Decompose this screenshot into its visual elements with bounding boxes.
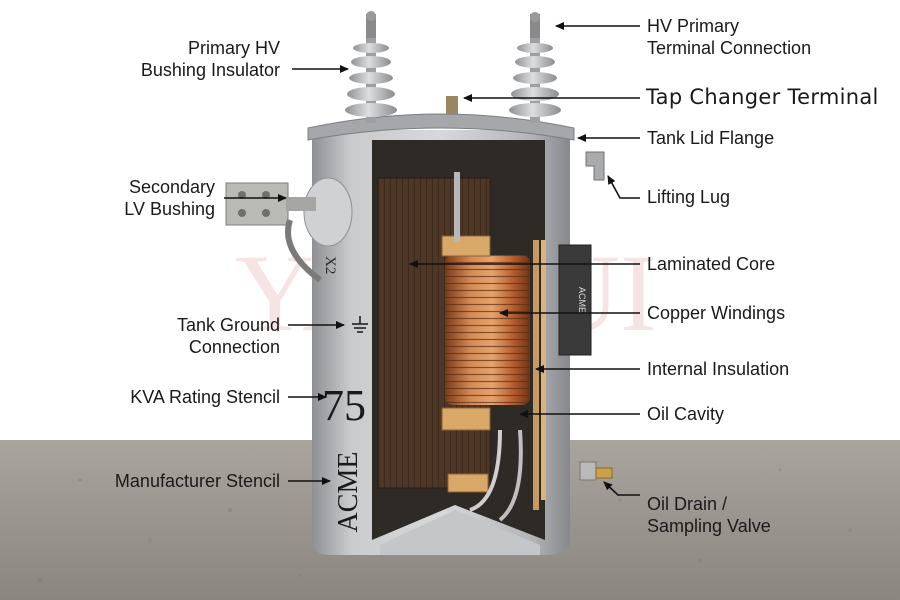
- lifting-lug: [585, 151, 605, 181]
- hv-bushing-right: [509, 12, 561, 123]
- lv-bushing: [225, 177, 353, 247]
- label-kva-stencil: KVA Rating Stencil: [130, 387, 280, 407]
- oil-drain-valve: [579, 461, 613, 481]
- label-internal-insulation: Internal Insulation: [647, 359, 790, 379]
- label-oil-drain: Oil Drain /Sampling Valve: [647, 494, 771, 536]
- nameplate: ACME: [558, 244, 592, 356]
- manufacturer-stencil: ACME: [333, 452, 364, 533]
- wood-block-top: [441, 235, 491, 257]
- wood-block-base: [447, 473, 489, 493]
- insulation-tube: [533, 240, 539, 510]
- label-lifting-lug: Lifting Lug: [647, 187, 731, 207]
- threaded-rod: [454, 172, 460, 242]
- tap-changer-terminal: [446, 96, 458, 114]
- label-tap-changer: Tap Changer Terminal: [646, 85, 879, 109]
- hv-bushing-left: [345, 11, 397, 123]
- kva-stencil: 75: [322, 381, 366, 430]
- ground-symbol: [352, 316, 368, 333]
- leader-arrows: [224, 22, 640, 496]
- label-laminated-core: Laminated Core: [647, 254, 776, 274]
- label-oil-cavity: Oil Cavity: [647, 404, 725, 424]
- label-tank-lid-flange: Tank Lid Flange: [647, 128, 775, 148]
- wood-block-bottom: [441, 407, 491, 431]
- label-copper-windings: Copper Windings: [647, 303, 786, 323]
- svg-text:ACME: ACME: [577, 287, 587, 313]
- label-manufacturer-stencil: Manufacturer Stencil: [114, 471, 280, 491]
- bushing-mark: X2: [322, 256, 338, 274]
